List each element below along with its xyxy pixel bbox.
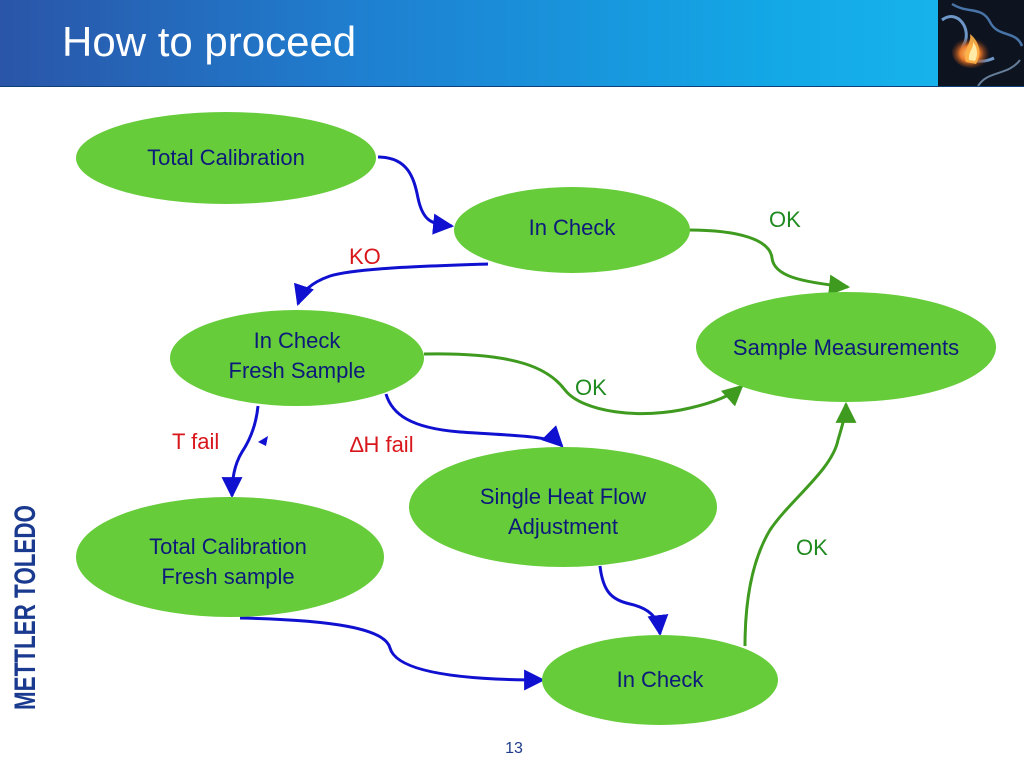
node-label-line: Single Heat Flow xyxy=(479,484,647,509)
page-number: 13 xyxy=(505,740,523,757)
edge-fresh-to-totalcal-fresh xyxy=(221,405,260,499)
node-label-line: In Check xyxy=(616,667,704,692)
mettler-toledo-logo: METTLER TOLEDO xyxy=(9,505,42,710)
edge-heatflow-to-incheck2 xyxy=(598,565,669,637)
edge-incheck-to-fresh xyxy=(294,262,489,306)
node-single-heat-flow-adjustment xyxy=(409,447,717,567)
edge-label-ok-right: OK xyxy=(796,535,828,560)
node-in-check-fresh-sample-label: In Check Fresh Sample xyxy=(170,326,424,386)
edge-label-ok-top: OK xyxy=(769,207,801,232)
page-title: How to proceed xyxy=(62,18,357,65)
node-total-calibration-label: Total Calibration xyxy=(76,143,376,173)
node-in-check-2 xyxy=(542,635,778,725)
title-bar: How to proceed xyxy=(0,0,1024,87)
node-in-check-1-label: In Check xyxy=(454,213,690,243)
node-in-check-fresh-sample xyxy=(170,310,424,406)
edge-label-dh-fail: ∆H fail xyxy=(350,432,414,457)
edge-fresh-to-sample xyxy=(423,352,744,416)
node-label-line: Sample Measurements xyxy=(732,335,960,360)
node-label-line: In Check xyxy=(528,215,616,240)
node-total-calibration xyxy=(76,112,376,204)
node-in-check-2-label: In Check xyxy=(542,665,778,695)
edge-totalcal-to-incheck xyxy=(377,155,455,235)
mettler-toledo-logo-text: METTLER TOLEDO xyxy=(9,505,42,710)
smoke-flame-icon xyxy=(938,0,1024,86)
node-single-heat-flow-label: Single Heat Flow Adjustment xyxy=(409,482,717,542)
node-sample-measurements-label: Sample Measurements xyxy=(696,333,996,363)
edge-incheck2-to-sample xyxy=(743,401,857,647)
node-total-calibration-fresh-sample xyxy=(76,497,384,617)
edge-incheck-to-sample xyxy=(687,228,851,296)
edge-totalcal-fresh-to-incheck2 xyxy=(239,616,546,691)
node-sample-measurements xyxy=(696,292,996,402)
node-label-line: Total Calibration xyxy=(147,145,305,170)
node-label-line: Total Calibration xyxy=(149,534,307,559)
small-arrowhead xyxy=(258,436,268,446)
node-label-line: In Check xyxy=(253,328,341,353)
node-label-line: Fresh Sample xyxy=(228,358,366,383)
node-label-line: Fresh sample xyxy=(161,564,295,589)
edge-label-ok-middle: OK xyxy=(575,375,607,400)
edge-label-t-fail: T fail xyxy=(172,429,220,454)
node-label-line: Adjustment xyxy=(507,514,619,539)
node-total-calibration-fresh-label: Total Calibration Fresh sample xyxy=(76,532,380,592)
node-in-check-1 xyxy=(454,187,690,273)
edge-fresh-to-heatflow xyxy=(384,393,564,448)
edge-label-ko: KO xyxy=(349,244,381,269)
